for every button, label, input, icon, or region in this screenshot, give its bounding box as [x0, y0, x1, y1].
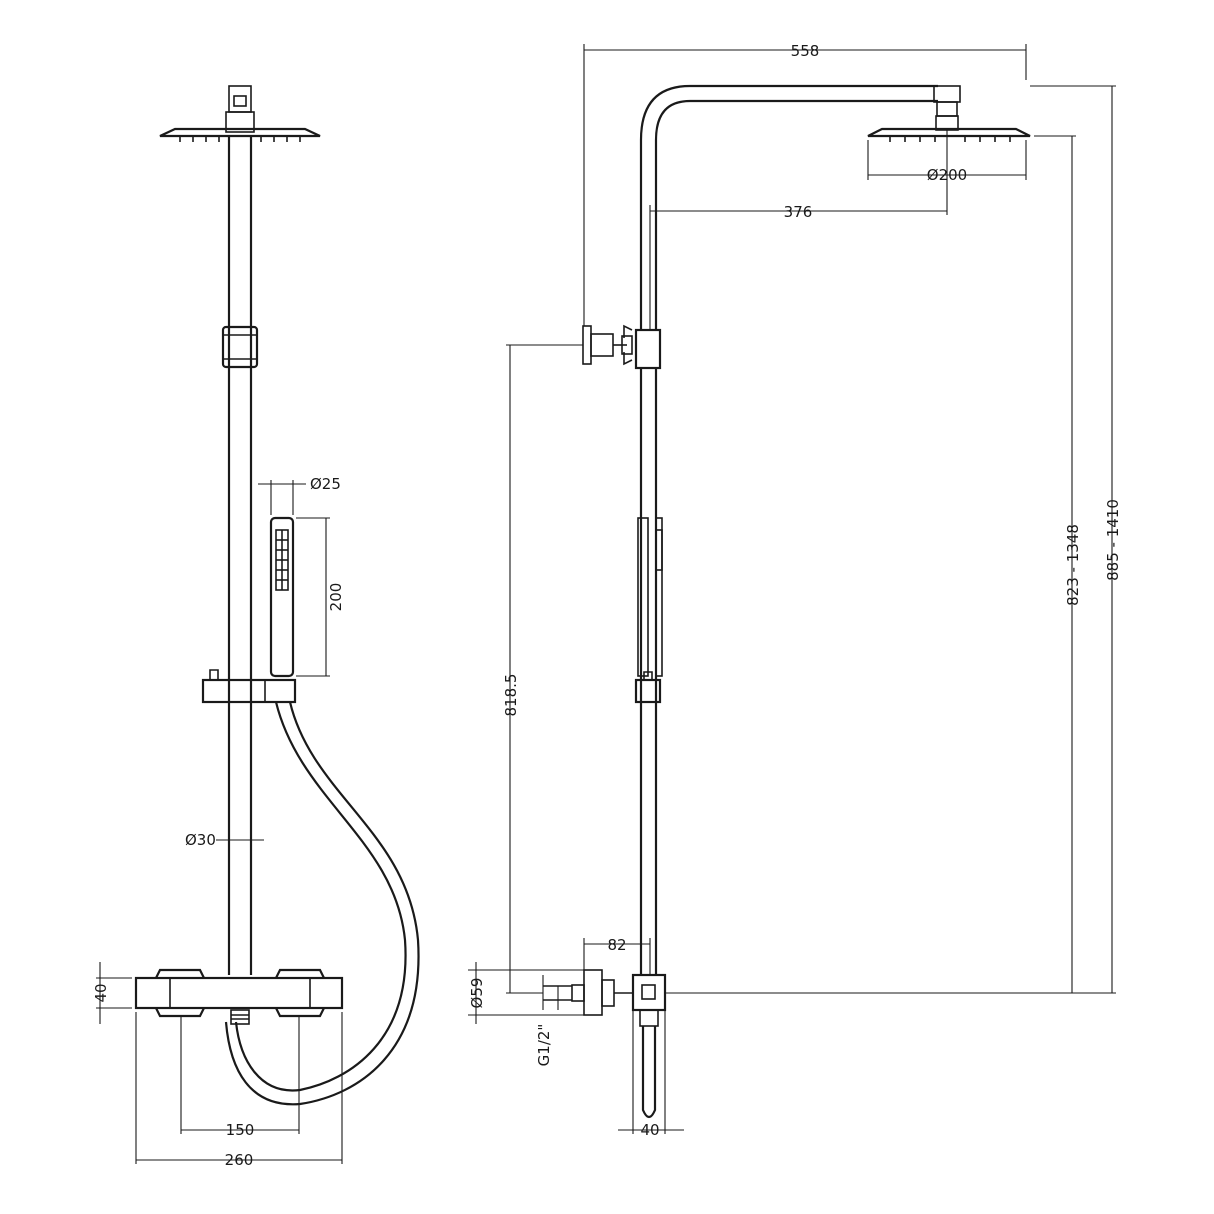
dim-label-rail-diameter: Ø30 — [185, 831, 216, 849]
dim-label-valve-height: 40 — [92, 983, 110, 1002]
front-valve — [134, 968, 344, 1025]
dim-label-total-projection: 558 — [791, 42, 820, 60]
dim-label-valve-width: 260 — [225, 1151, 254, 1169]
side-valve — [543, 969, 667, 1119]
front-head-nozzles — [179, 136, 301, 142]
side-riser-arm — [634, 84, 1031, 975]
dim-label-total-height-range: 885 - 1410 — [1104, 499, 1122, 581]
dim-label-center-distance: 150 — [226, 1121, 255, 1139]
dim-label-bracket-height: 818.5 — [502, 674, 520, 717]
front-shower-head — [159, 85, 321, 142]
side-dimension-lines — [468, 44, 1116, 1134]
front-riser-rail — [221, 136, 259, 975]
front-dimension-lines — [96, 480, 343, 1164]
side-wall-bracket — [582, 324, 633, 366]
side-view: 558 Ø200 376 818.5 823 - 1348 885 - 1410… — [468, 42, 1122, 1139]
dim-label-handset-diameter: Ø25 — [310, 475, 341, 493]
side-handset — [634, 517, 663, 704]
dim-label-valve-offset: 82 — [607, 936, 626, 954]
dim-label-arm-offset: 376 — [784, 203, 813, 221]
front-view: Ø25 200 Ø30 40 150 260 — [92, 85, 420, 1169]
dim-label-head-height-range: 823 - 1348 — [1064, 524, 1082, 606]
front-handset — [201, 516, 297, 704]
dim-label-inlet-diameter: Ø59 — [468, 978, 486, 1009]
dim-label-handset-length: 200 — [327, 583, 345, 612]
dim-label-head-diameter: Ø200 — [927, 166, 967, 184]
front-hose — [224, 701, 420, 1106]
side-head-nozzles — [889, 136, 1011, 142]
dim-label-valve-depth: 40 — [640, 1121, 659, 1139]
dim-label-inlet-thread: G1/2" — [535, 1024, 553, 1067]
